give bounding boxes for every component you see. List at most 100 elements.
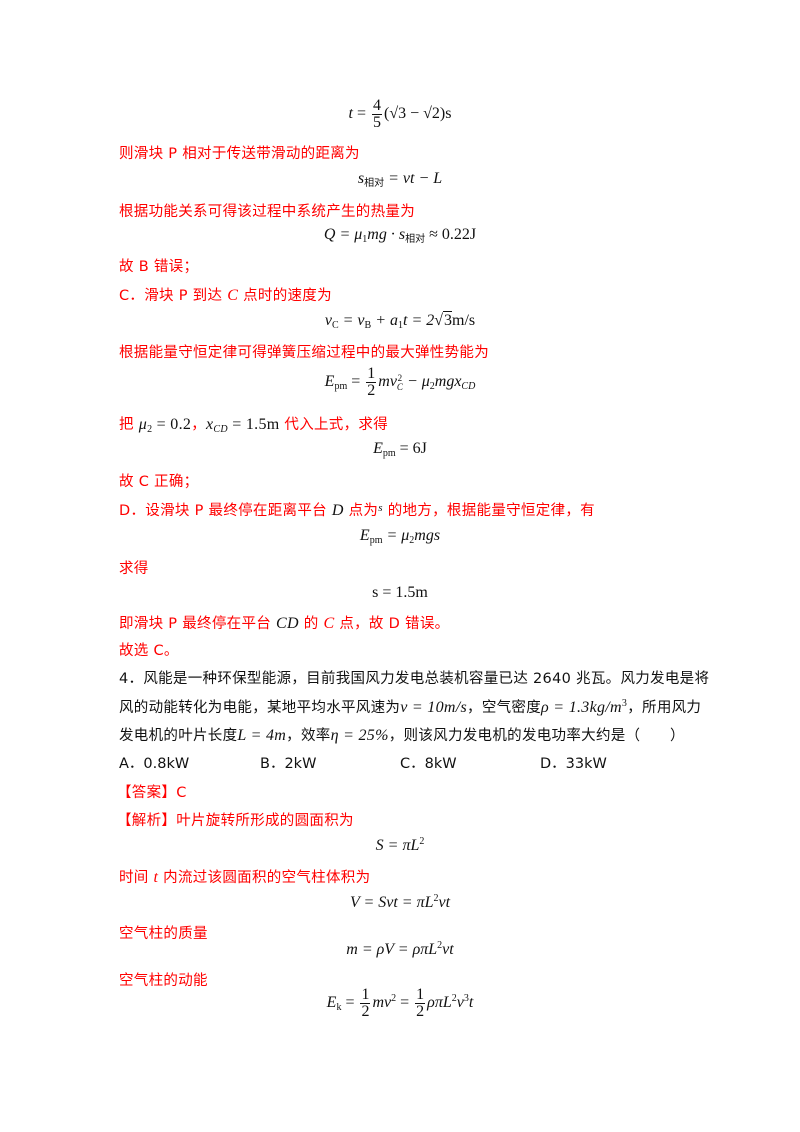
eq-sup: 2 [437,940,443,951]
eq-sup: 2 [391,993,397,1005]
eq-sub: C [331,320,339,331]
question-4-line3: 发电机的叶片长度L = 4m，效率η = 25%，则该风力发电机的发电功率大约是… [119,724,685,745]
eq-part: = v [338,312,365,329]
text: 内流过该圆面积的空气柱体积为 [158,870,371,886]
text: ，效率 [286,728,331,744]
point-var: C [227,287,239,304]
eq-lhs: Q = μ [323,226,363,243]
text: 发电机的叶片长度 [119,728,238,744]
eq-body: (√3 − √2)s [384,105,452,123]
eq-sub: pm [382,448,396,459]
eq-var: E [359,527,370,544]
eq-part: mgs [414,527,441,544]
eq-sup: 3 [621,698,628,709]
analysis-intro: 【解析】叶片旋转所形成的圆面积为 [117,813,354,829]
equation-m: m = ρV = ρπL2vt [0,940,800,959]
blade-length: L = 4m [237,727,287,744]
text: 点为 [343,503,379,519]
eq-rhs: ≈ 0.22J [429,226,477,243]
text: ，空气密度 [467,700,542,716]
eq-var: E [326,994,337,1012]
numerator: 1 [366,365,377,383]
eq-var: E [324,373,335,391]
equation-Q: Q = μ1mg · s相对 ≈ 0.22J [0,226,800,245]
eq-sub: pm [334,381,348,393]
text-relative-distance: 则滑块 P 相对于传送带滑动的距离为 [119,146,360,162]
substitute-line: 把 μ2 = 0.2，xCD = 1.5m 代入上式，求得 [119,413,388,435]
text: C．滑块 P 到达 [119,288,228,304]
equation-Epm-value: Epm = 6J [0,440,800,459]
eq-sub: 2 [147,424,153,435]
eq-sup: 2 [433,893,439,904]
text: D．设滑块 P 最终停在距离平台 [119,503,332,519]
text: ，所用风力 [627,700,702,716]
text-mass: 空气柱的质量 [119,926,208,942]
text-kinetic-energy: 空气柱的动能 [119,973,208,989]
eq-part: t = 2 [403,312,435,329]
sqrt-arg: 3 [443,311,453,329]
eq-body: vt [438,894,451,911]
text: ， [191,417,207,433]
equation-s: s = 1.5m [372,584,428,601]
eq-var: μ [138,416,148,433]
equation-Epm-mu: Epm = μ2mgs [0,527,800,546]
eq-part: v [456,994,464,1012]
eq-sub: pm [369,535,383,546]
text-energy: 根据能量守恒定律可得弹簧压缩过程中的最大弹性势能为 [119,345,489,361]
eq-part: mv [378,373,397,391]
denominator: 2 [416,1003,425,1020]
eq-part: = μ [382,527,410,544]
question-4-line2: 风的动能转化为电能，某地平均水平风速为v = 10m/s，空气密度ρ = 1.3… [119,696,701,717]
eq-body: m = ρV = ρπL [346,941,438,958]
eq-sub: 1 [398,320,403,331]
text-solve: 求得 [119,561,149,577]
eq-sub: B [364,320,372,331]
text: 点时的速度为 [238,288,332,304]
option-C: C．8kW [400,756,457,772]
eq-part: mv [372,994,392,1012]
numerator: 1 [360,986,371,1004]
eq-sub: k [336,1002,342,1014]
question-4-line1: 4．风能是一种环保型能源，目前我国风力发电总装机容量已达 2640 兆瓦。风力发… [119,671,710,687]
eq-var: s [357,170,365,187]
text: 即滑块 P 最终停在平台 [119,616,276,632]
eq-sub: CD [461,381,476,393]
option-B: B．2kW [260,756,317,772]
eq-var: x [206,416,214,433]
text: 时间 [119,870,154,886]
air-density: ρ = 1.3kg/m [541,699,622,716]
point-var: D [331,502,344,519]
eq-part: − μ [402,373,430,391]
eq-sub: C [396,381,403,392]
eq-val: = 0.2 [152,416,192,433]
segment-var: CD [275,615,299,632]
numerator: 1 [415,986,426,1004]
text-stop: 即滑块 P 最终停在平台 CD 的 C 点，故 D 错误。 [119,612,449,633]
eq-sub: 相对 [364,178,385,189]
eq-mid: mg · s [367,226,406,243]
eq-part: t [468,994,474,1012]
numerator: 4 [372,97,382,115]
eq-var: v [324,312,332,329]
equation-s-relative: s相对 = vt − L [0,170,800,189]
eq-sub: 2 [409,535,415,546]
wind-speed: v = 10m/s [400,699,468,716]
time-var: t [153,869,159,886]
eq-body: V = Svt = πL [349,894,434,911]
text: 的地方，根据能量守恒定律，有 [382,503,595,519]
denominator: 2 [367,382,376,399]
eq-sup: 2 [419,836,425,847]
verdict-C: 故 C 正确； [119,474,199,490]
point-var: C [323,615,335,632]
verdict-B: 故 B 错误； [119,259,199,275]
eq-var: E [373,440,383,457]
text: 风的动能转化为电能，某地平均水平风速为 [119,700,401,716]
eq-part: + a [371,312,398,329]
eq-part: ρπL [427,994,452,1012]
eq-sub: 1 [362,234,368,245]
unit: m/s [452,312,476,329]
